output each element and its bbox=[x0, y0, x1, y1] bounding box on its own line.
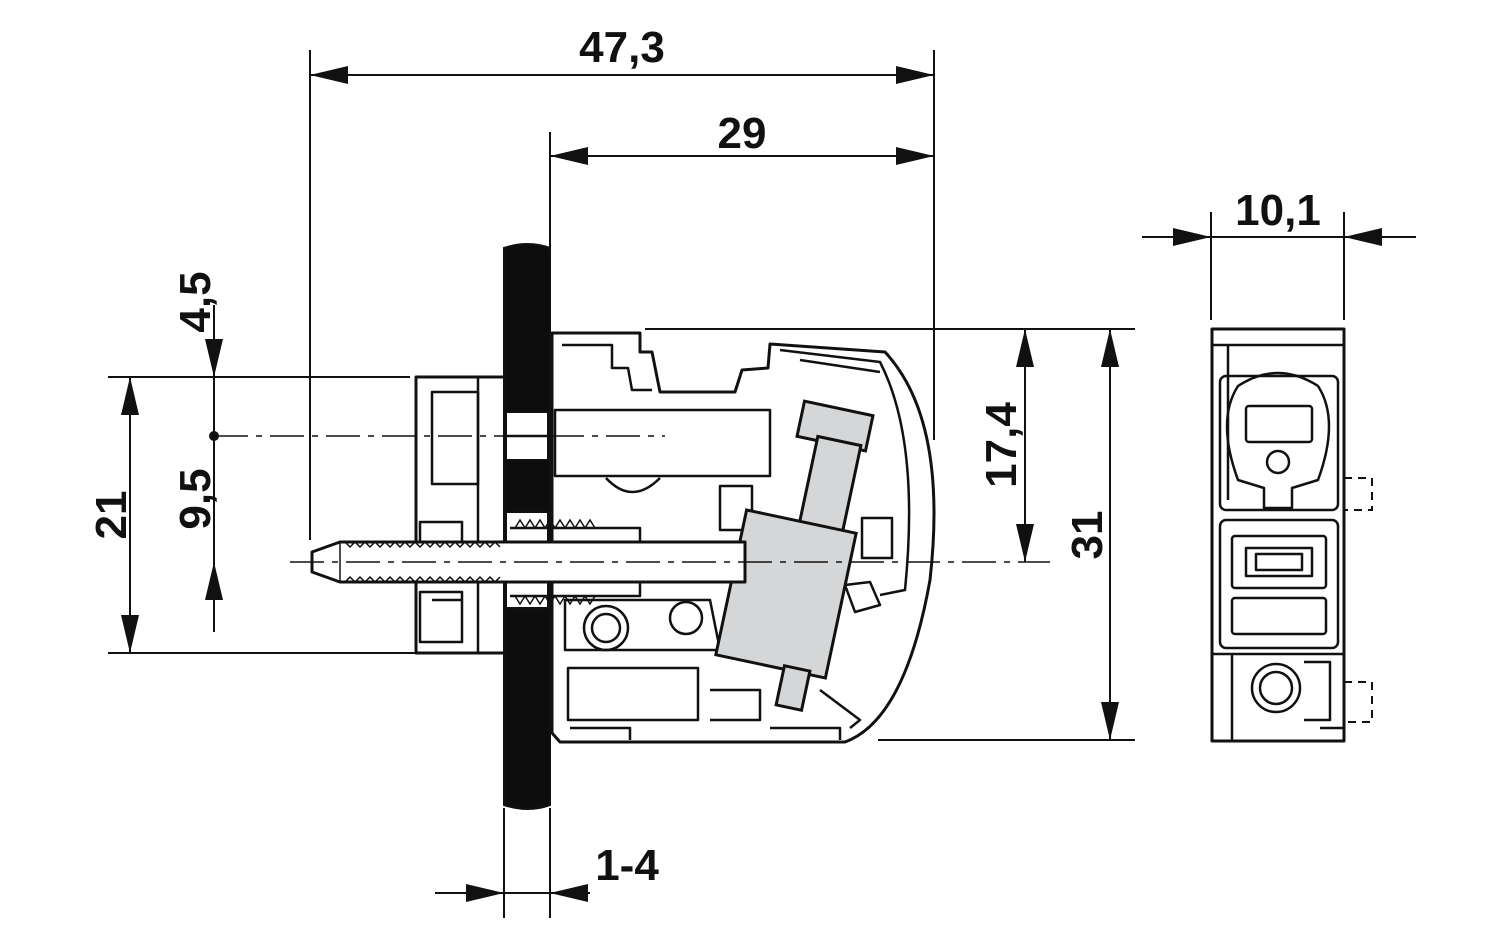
dimension-pitch: 9,5 bbox=[171, 431, 223, 632]
dimension-offset-top: 4,5 bbox=[171, 271, 223, 436]
label-offset-top: 4,5 bbox=[171, 271, 220, 332]
dimension-module-length: 29 bbox=[549, 109, 934, 250]
label-upper-height: 17,4 bbox=[977, 402, 1026, 488]
label-panel-thickness: 1-4 bbox=[595, 841, 659, 890]
dimension-upper-height: 17,4 bbox=[645, 328, 1135, 562]
label-overall-length: 47,3 bbox=[579, 23, 665, 72]
hidden-latch-upper bbox=[1344, 477, 1373, 511]
label-flange-height: 21 bbox=[87, 491, 136, 540]
label-pitch: 9,5 bbox=[171, 468, 220, 529]
label-total-height: 31 bbox=[1063, 511, 1112, 560]
label-module-length: 29 bbox=[718, 109, 767, 158]
flange-housing bbox=[414, 375, 508, 655]
dimension-flange-height: 21 bbox=[87, 376, 415, 654]
hidden-latch-lower bbox=[1344, 681, 1373, 723]
front-view bbox=[1210, 327, 1373, 743]
dimension-overall-length: 47,3 bbox=[309, 23, 935, 540]
dimension-side-width: 10,1 bbox=[1142, 186, 1416, 320]
dimension-total-height: 31 bbox=[878, 329, 1135, 741]
side-view bbox=[214, 243, 1050, 810]
dimension-panel-thickness: 1-4 bbox=[435, 808, 659, 918]
label-side-width: 10,1 bbox=[1235, 186, 1321, 235]
mounting-panel bbox=[503, 243, 551, 810]
